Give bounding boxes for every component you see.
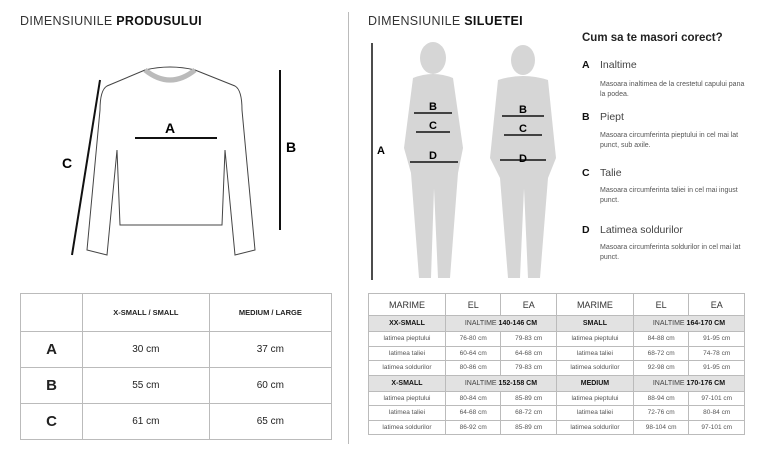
svg-text:D: D (429, 150, 437, 162)
guide-heading: Cum sa te masori corect? (582, 32, 723, 44)
svg-text:B: B (429, 101, 437, 113)
divider (348, 12, 349, 444)
svg-text:A: A (377, 145, 385, 157)
label-c: C (62, 155, 72, 171)
silhouette-dimensions-title: DIMENSIUNILE SILUETEI (368, 14, 523, 28)
svg-text:C: C (429, 120, 437, 132)
svg-text:C: C (519, 123, 527, 135)
svg-text:D: D (519, 153, 527, 165)
product-dimensions-title: DIMENSIUNILE PRODUSULUI (20, 14, 202, 28)
silhouette-diagram: A BCD BCD (371, 42, 556, 280)
shirt-diagram: A B C (62, 66, 296, 256)
label-a: A (165, 120, 175, 136)
label-b: B (286, 139, 296, 155)
svg-text:B: B (519, 104, 527, 116)
